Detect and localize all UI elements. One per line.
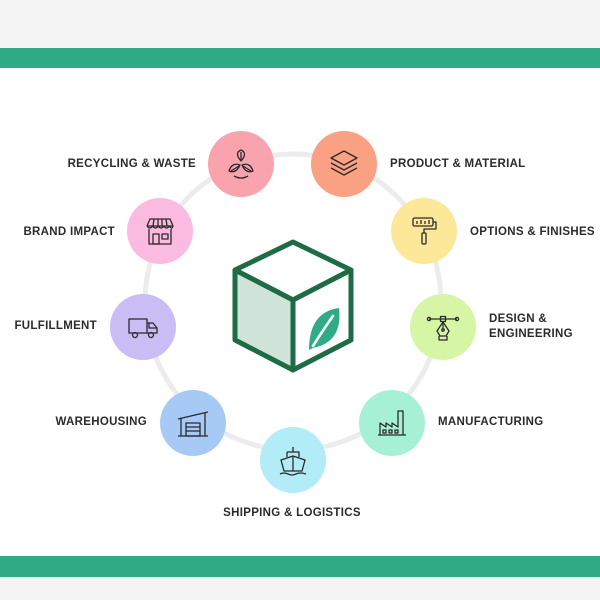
product-material-node[interactable]: [311, 131, 377, 197]
brand-impact-node[interactable]: [127, 198, 193, 264]
recycling-waste-label: RECYCLING & WASTE: [67, 158, 196, 170]
paint-roller-icon: [412, 217, 437, 245]
product-material-label: PRODUCT & MATERIAL: [390, 158, 526, 170]
delivery-truck-icon: [128, 318, 158, 339]
design-engineering-label: DESIGN & ENGINEERING: [489, 313, 573, 340]
storefront-icon: [146, 218, 174, 245]
leaf-icon: [309, 308, 340, 350]
fulfillment-label: FULFILLMENT: [14, 320, 97, 332]
factory-icon: [378, 410, 406, 436]
recycling-waste-node[interactable]: [208, 131, 274, 197]
pen-tool-icon: [426, 315, 460, 341]
shipping-logistics-node[interactable]: [260, 427, 326, 493]
fulfillment-node[interactable]: [110, 294, 176, 360]
warehousing-node[interactable]: [160, 390, 226, 456]
warehouse-icon: [177, 411, 209, 437]
top-brand-band: [0, 48, 600, 68]
layers-icon: [330, 150, 358, 176]
ship-icon: [279, 447, 307, 476]
recycle-leaves-icon: [228, 149, 254, 179]
manufacturing-node[interactable]: [359, 390, 425, 456]
eco-package-cube-icon: [232, 239, 354, 373]
options-finishes-label: OPTIONS & FINISHES: [470, 226, 595, 238]
bottom-brand-band: [0, 556, 600, 577]
design-engineering-node[interactable]: [410, 294, 476, 360]
shipping-logistics-label: SHIPPING & LOGISTICS: [223, 507, 361, 519]
options-finishes-node[interactable]: [391, 198, 457, 264]
warehousing-label: WAREHOUSING: [55, 416, 147, 428]
manufacturing-label: MANUFACTURING: [438, 416, 544, 428]
brand-impact-label: BRAND IMPACT: [23, 226, 115, 238]
